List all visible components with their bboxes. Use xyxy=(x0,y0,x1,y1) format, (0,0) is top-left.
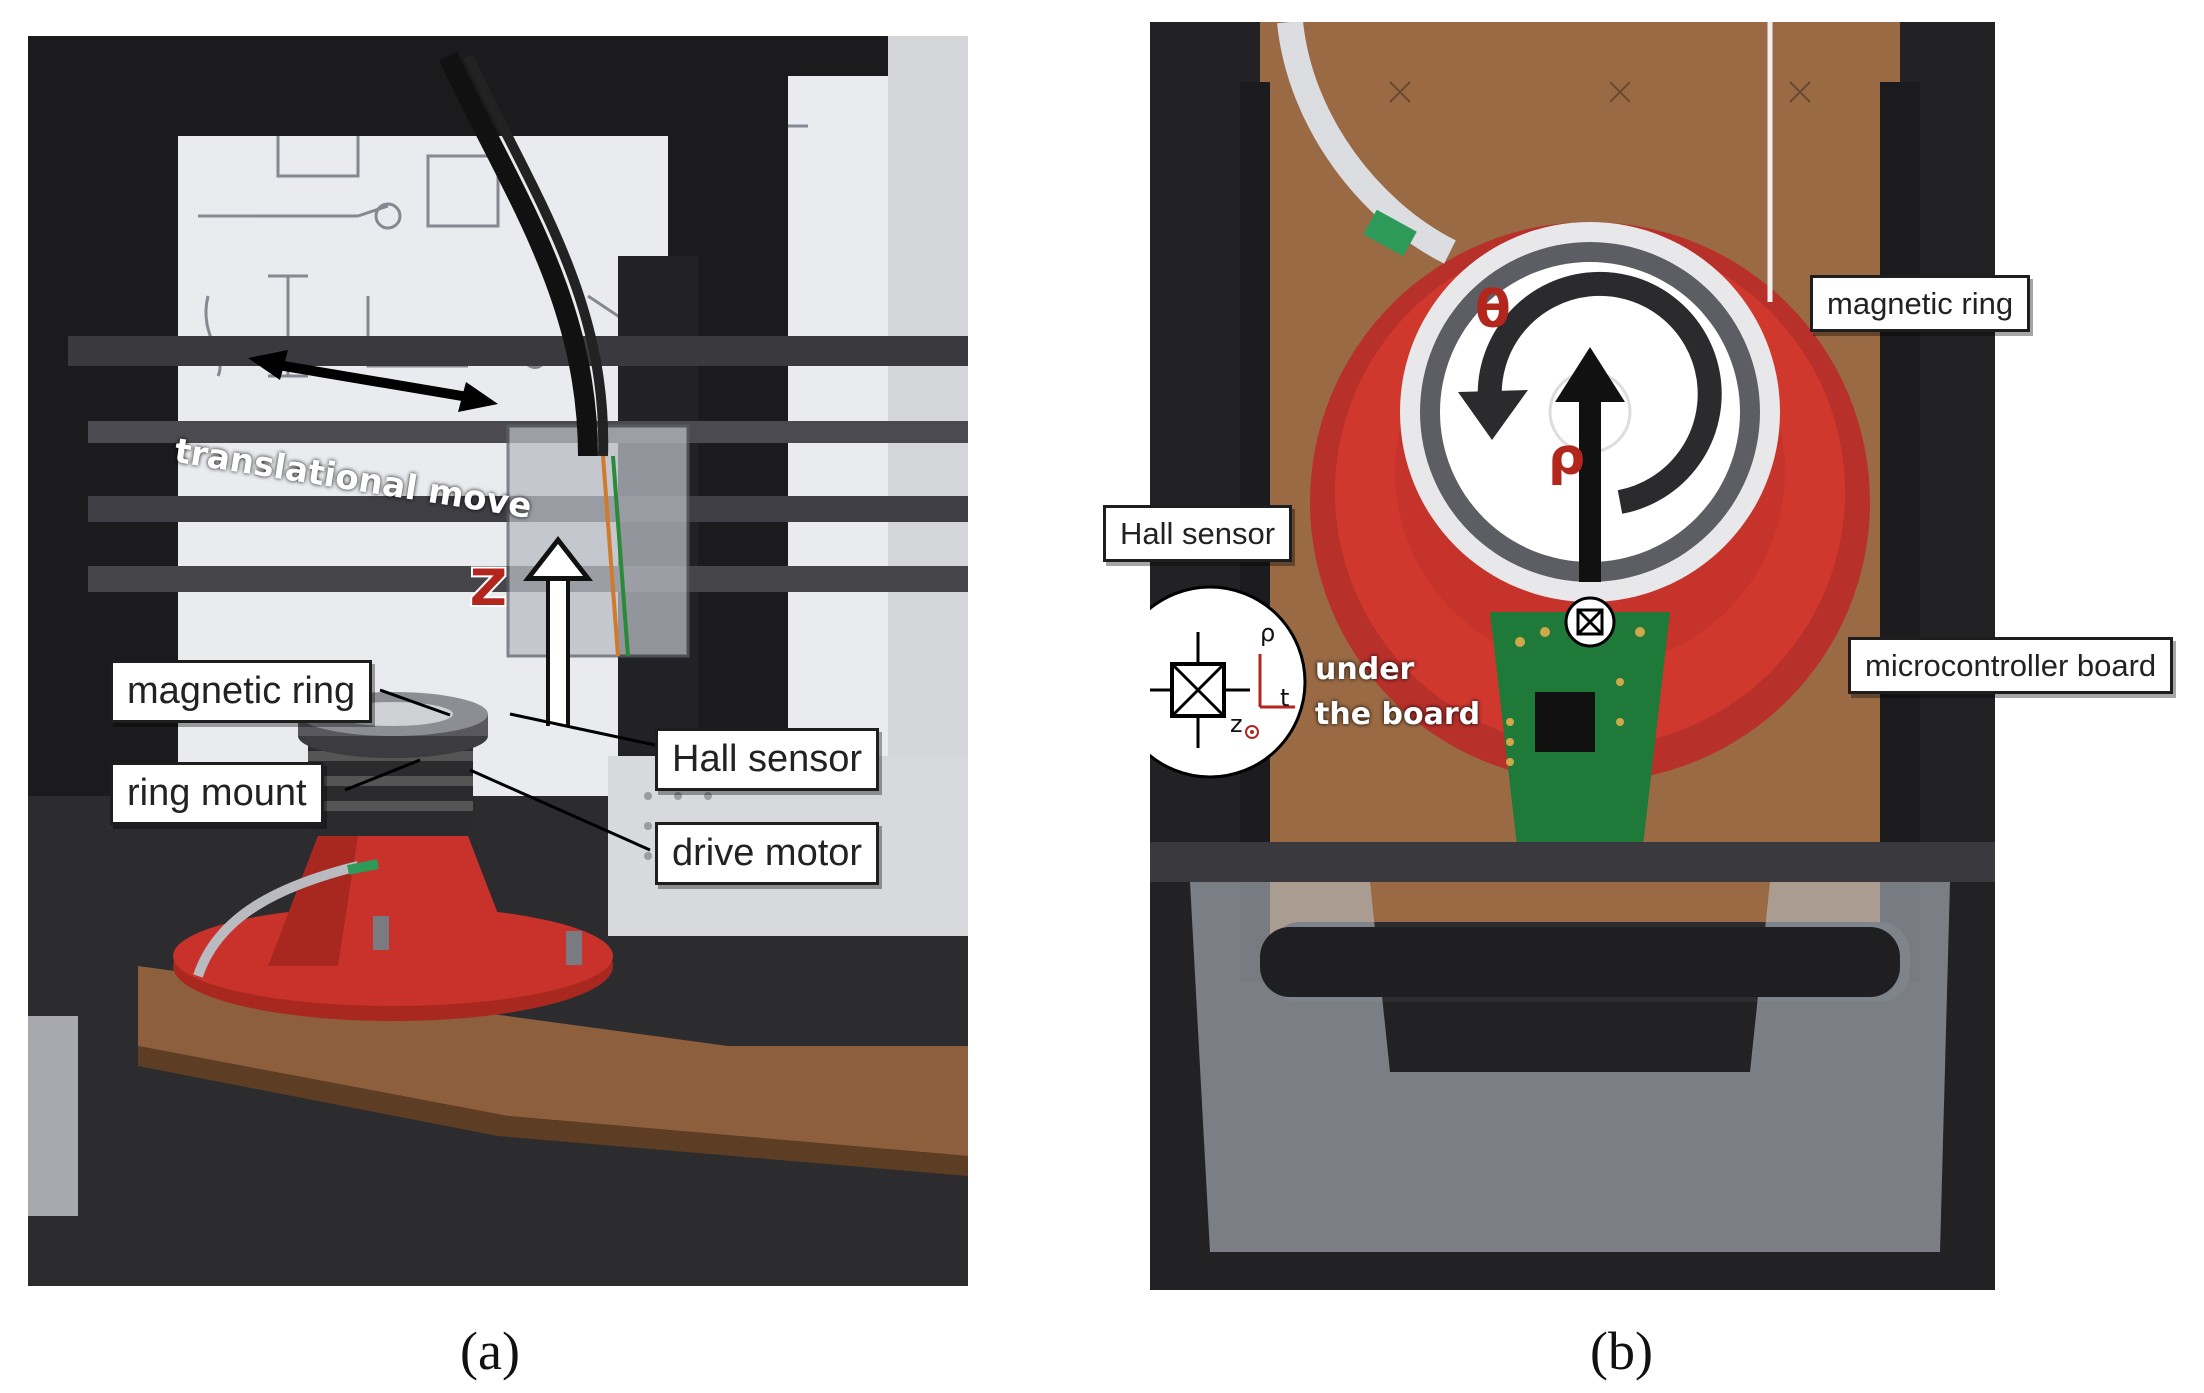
panel-b-caption: (b) xyxy=(1590,1321,1653,1381)
z-axis-arrow xyxy=(523,536,593,726)
panel-b-photo: θ ρ ρ t z under the board xyxy=(1150,22,1995,1290)
panel-a-drive-motor-label: drive motor xyxy=(655,822,880,885)
z-axis-label: z xyxy=(467,540,510,624)
inset-rho-label: ρ xyxy=(1260,619,1276,647)
panel-b-magnetic-ring-label: magnetic ring xyxy=(1810,275,2031,332)
translational-move-arrow xyxy=(248,350,498,412)
panel-b-microcontroller-board-label: microcontroller board xyxy=(1848,637,2174,694)
inset-z-label: z xyxy=(1230,710,1243,738)
theta-label: θ xyxy=(1475,280,1511,340)
hall-sensor-marker xyxy=(1564,596,1616,648)
inset-t-label: t xyxy=(1280,684,1290,712)
panel-a-caption: (a) xyxy=(460,1321,520,1381)
under-the-board-label: under the board xyxy=(1315,652,1481,732)
rho-label: ρ xyxy=(1548,427,1586,487)
sensor-inset-circle xyxy=(1150,585,1307,779)
rotation-arrow xyxy=(1458,271,1722,582)
panel-a-magnetic-ring-label: magnetic ring xyxy=(110,660,373,723)
panel-a-ring-mount-label: ring mount xyxy=(110,762,324,825)
panel-a-hall-sensor-label: Hall sensor xyxy=(655,728,880,791)
panel-b-hall-sensor-label: Hall sensor xyxy=(1103,505,1293,562)
